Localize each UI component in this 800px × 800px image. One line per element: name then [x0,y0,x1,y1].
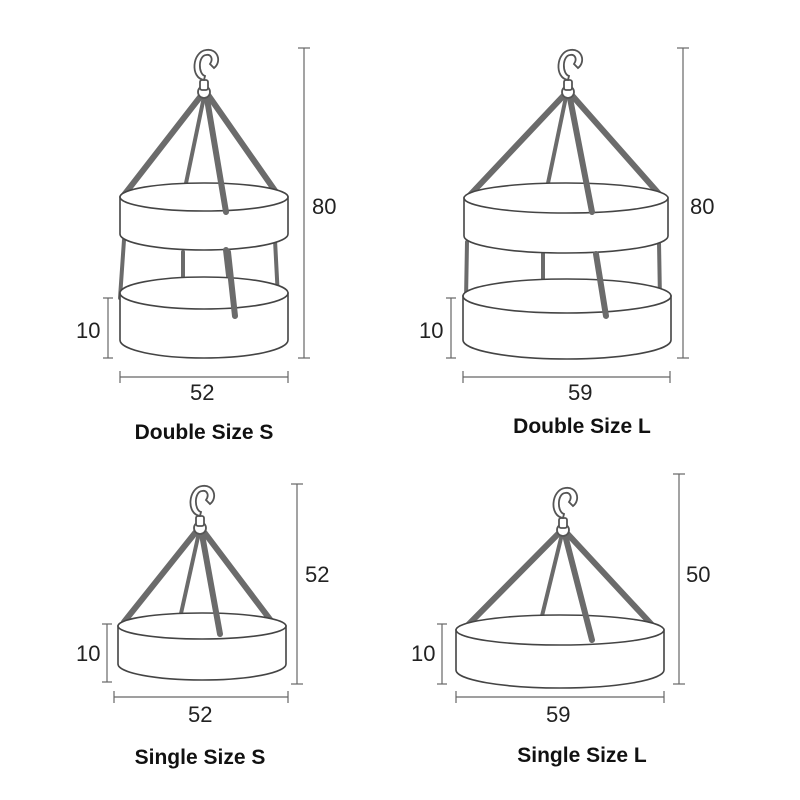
width-value: 52 [188,702,213,727]
tier-height-value: 10 [76,641,101,666]
width-value: 52 [190,380,215,405]
height-value: 80 [690,194,715,219]
product-name: Double Size L [513,415,651,438]
width-value: 59 [546,702,571,727]
single-size-s-drawing [102,483,303,703]
height-value: 80 [312,194,337,219]
width-value: 59 [568,380,593,405]
product-name: Double Size S [134,421,274,444]
product-name: Single Size L [517,744,647,767]
product-double-size-l: 80 10 59 Double Size L [419,47,715,438]
product-name: Single Size S [134,746,266,769]
product-double-size-s: 80 10 52 Double Size S [0,0,400,460]
product-single-size-s: 52 10 52 Single Size S [76,483,330,769]
double-size-l-drawing [446,47,689,383]
tier-height-value: 10 [419,318,444,343]
height-value: 52 [305,562,330,587]
tier-height-value: 10 [411,641,436,666]
height-value: 50 [686,562,711,587]
double-size-s-drawing [103,47,310,383]
tier-height-value: 10 [76,318,101,343]
